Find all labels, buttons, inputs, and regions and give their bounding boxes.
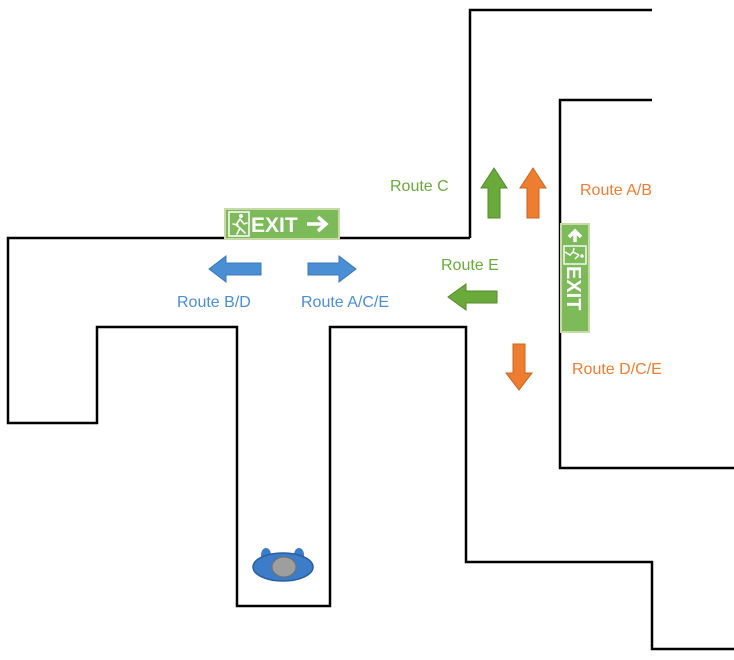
orange-arrow-up-icon [519, 167, 547, 219]
arrow-icon-right-sign [567, 228, 583, 242]
green-arrow-up-icon [480, 167, 508, 219]
running-man-icon-right-sign [563, 245, 587, 265]
wall-top-vertical [468, 8, 652, 238]
exit-sign-top: EXIT [224, 208, 340, 240]
person-top-view-icon [252, 548, 314, 582]
arrow-icon [307, 215, 329, 233]
label-route-e: Route E [441, 257, 499, 274]
blue-arrow-right-icon [307, 254, 357, 284]
wall-left-upper [6, 236, 734, 651]
label-route-d-c-e: Route D/C/E [572, 361, 662, 378]
label-route-a-b: Route A/B [580, 182, 653, 199]
label-route-b-d: Route B/D [177, 294, 251, 311]
running-man-icon [228, 211, 250, 237]
blue-arrow-left-icon [208, 254, 262, 284]
exit-sign-right-text: EXIT [562, 266, 584, 310]
walls [6, 8, 734, 651]
exit-sign-top-text: EXIT [251, 214, 298, 237]
label-route-c: Route C [390, 178, 449, 195]
exit-sign-right: EXIT [560, 223, 590, 333]
label-route-a-c-e: Route A/C/E [301, 294, 390, 311]
green-arrow-left-icon [447, 283, 498, 311]
orange-arrow-down-icon [504, 343, 534, 391]
